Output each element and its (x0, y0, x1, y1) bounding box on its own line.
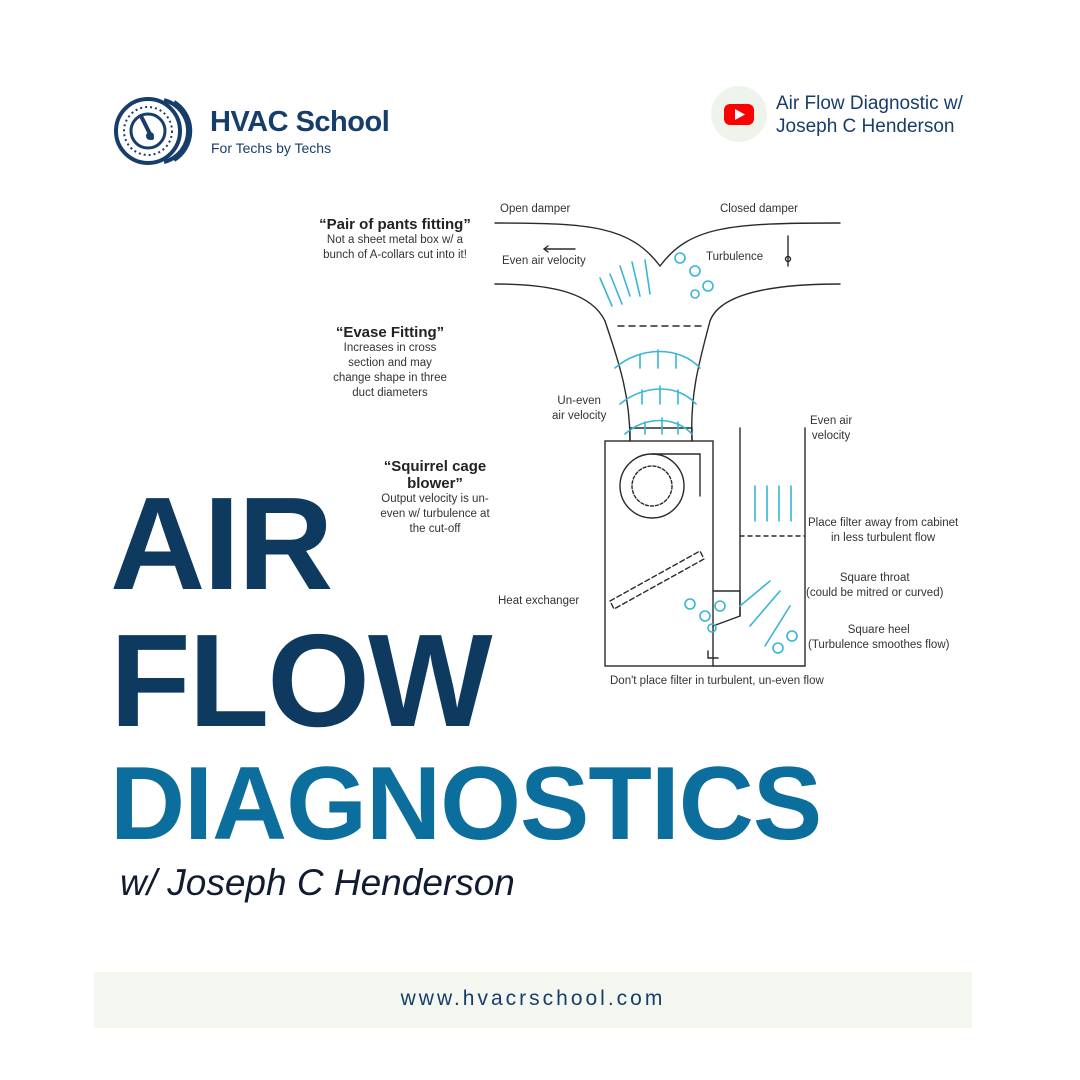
note-line: Output velocity is un- (381, 493, 489, 505)
label-open-damper: Open damper (500, 203, 571, 215)
note-line: the cut-off (409, 523, 461, 535)
youtube-badge[interactable] (711, 86, 767, 142)
note-squirrel-cage-blower: “Squirrel cage blower” Output velocity i… (370, 458, 500, 537)
note-pair-of-pants: “Pair of pants fitting” Not a sheet meta… (310, 216, 480, 263)
headline-line-3: DIAGNOSTICS (110, 746, 822, 862)
brand-tagline: For Techs by Techs (211, 140, 332, 156)
label-square-heel: Square heel (Turbulence smoothes flow) (808, 623, 949, 653)
video-title[interactable]: Air Flow Diagnostic w/ Joseph C Henderso… (776, 92, 1036, 138)
label-even-air-velocity: Even air velocity (502, 255, 586, 267)
label-heat-exchanger: Heat exchanger (498, 595, 580, 607)
note-title: “Pair of pants fitting” (319, 216, 471, 233)
video-title-line-1: Air Flow Diagnostic w/ (776, 93, 963, 114)
youtube-play-icon (724, 104, 754, 125)
label-line: (could be mitred or curved) (806, 587, 944, 599)
label-uneven-air-velocity: Un-even air velocity (552, 394, 606, 424)
label-turbulence: Turbulence (706, 251, 764, 263)
note-line: Increases in cross (343, 342, 437, 354)
label-closed-damper: Closed damper (720, 203, 798, 215)
duct-drawing (494, 222, 841, 667)
note-title: blower” (407, 475, 463, 492)
note-line: duct diameters (352, 387, 428, 399)
label-line: Place filter away from cabinet (808, 517, 959, 529)
headline-line-2: FLOW (110, 607, 493, 754)
label-line: (Turbulence smoothes flow) (808, 639, 950, 651)
label-line: air velocity (552, 410, 607, 422)
label-line: in less turbulent flow (831, 532, 936, 544)
note-title: “Evase Fitting” (335, 324, 445, 341)
headline-line-1: AIR (110, 470, 333, 617)
airflow-sketch: “Pair of pants fitting” Not a sheet meta… (300, 196, 1020, 696)
label-line: velocity (811, 430, 851, 442)
note-evase-fitting: “Evase Fitting” Increases in cross secti… (320, 324, 460, 401)
note-line: change shape in three (333, 372, 447, 384)
note-line: even w/ turbulence at (380, 508, 490, 520)
note-line: section and may (348, 357, 432, 369)
label-square-throat: Square throat (could be mitred or curved… (806, 571, 943, 601)
hvac-school-logo (112, 94, 198, 168)
label-line: Even air (810, 415, 853, 427)
note-line: bunch of A-collars cut into it! (323, 249, 467, 261)
website-link[interactable]: www.hvacrschool.com (400, 987, 666, 1010)
video-title-line-2: Joseph C Henderson (776, 116, 955, 137)
label-dont-place-filter: Don't place filter in turbulent, un-even… (610, 675, 824, 687)
gauge-logo-icon (114, 97, 193, 165)
note-line: Not a sheet metal box w/ a (326, 234, 464, 246)
note-title: “Squirrel cage (383, 458, 487, 475)
label-even-air-velocity-return: Even air velocity (810, 414, 852, 444)
headline-subtitle: w/ Joseph C Henderson (120, 862, 515, 903)
label-line: Square heel (847, 624, 910, 636)
label-line: Un-even (557, 395, 601, 407)
footer-bar: www.hvacrschool.com (94, 972, 972, 1028)
label-line: Square throat (839, 572, 910, 584)
label-place-filter: Place filter away from cabinet in less t… (808, 516, 958, 546)
brand-name: HVAC School (210, 106, 390, 138)
